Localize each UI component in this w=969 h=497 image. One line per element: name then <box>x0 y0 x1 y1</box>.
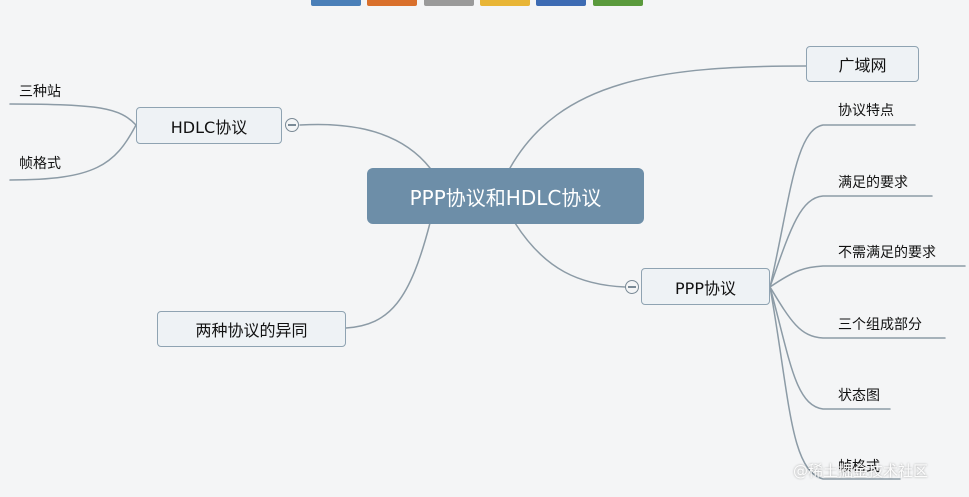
connector-root-wan <box>509 65 807 169</box>
ppp-leaf-6[interactable]: 帧格式 <box>838 459 880 475</box>
hdlc-leaf-1[interactable]: 三种站 <box>19 84 61 100</box>
toolbar-tab-1[interactable] <box>311 0 361 6</box>
toolbar-tab-6[interactable] <box>593 0 643 6</box>
ppp-leaf-2[interactable]: 满足的要求 <box>838 175 908 191</box>
connector-ppp-leaf4 <box>769 286 946 339</box>
ppp-leaf-5[interactable]: 状态图 <box>838 388 880 404</box>
topic-hdlc-label: HDLC协议 <box>170 117 248 137</box>
connector-ppp-leaf5 <box>769 286 891 410</box>
connector-ppp-leaf6 <box>769 286 901 480</box>
root-topic[interactable]: PPP协议和HDLC协议 <box>367 168 644 224</box>
connector-root-hdlc <box>299 123 431 169</box>
topic-wan[interactable]: 广域网 <box>806 46 919 82</box>
connector-ppp-leaf1 <box>769 124 916 288</box>
ppp-leaf-1[interactable]: 协议特点 <box>838 103 894 119</box>
hdlc-leaf-2[interactable]: 帧格式 <box>19 156 61 172</box>
connector-ppp-leaf3 <box>769 265 966 288</box>
toolbar-tab-2[interactable] <box>367 0 417 6</box>
topic-wan-label: 广域网 <box>838 56 887 75</box>
topic-ppp-label: PPP协议 <box>675 278 736 298</box>
topic-hdlc[interactable]: HDLC协议 <box>136 107 282 144</box>
topic-ppp[interactable]: PPP协议 <box>641 268 770 305</box>
topic-compare[interactable]: 两种协议的异同 <box>157 311 346 347</box>
ppp-leaf-3[interactable]: 不需满足的要求 <box>838 245 936 261</box>
toolbar-tab-4[interactable] <box>480 0 530 6</box>
toolbar-tab-3[interactable] <box>424 0 474 6</box>
collapse-ppp-icon[interactable] <box>625 280 639 294</box>
connector-hdlc-leaf1 <box>9 103 137 126</box>
root-topic-label: PPP协议和HDLC协议 <box>409 185 602 210</box>
toolbar-tab-5[interactable] <box>536 0 586 6</box>
connector-ppp-leaf2 <box>769 195 933 288</box>
connector-root-compare <box>345 222 431 329</box>
topic-compare-label: 两种协议的异同 <box>195 321 308 340</box>
ppp-leaf-4[interactable]: 三个组成部分 <box>838 317 922 333</box>
connector-hdlc-leaf2 <box>9 124 137 181</box>
connector-root-ppp <box>514 222 626 288</box>
collapse-hdlc-icon[interactable] <box>285 118 299 132</box>
watermark: @稀土掘金技术社区 <box>793 462 929 480</box>
